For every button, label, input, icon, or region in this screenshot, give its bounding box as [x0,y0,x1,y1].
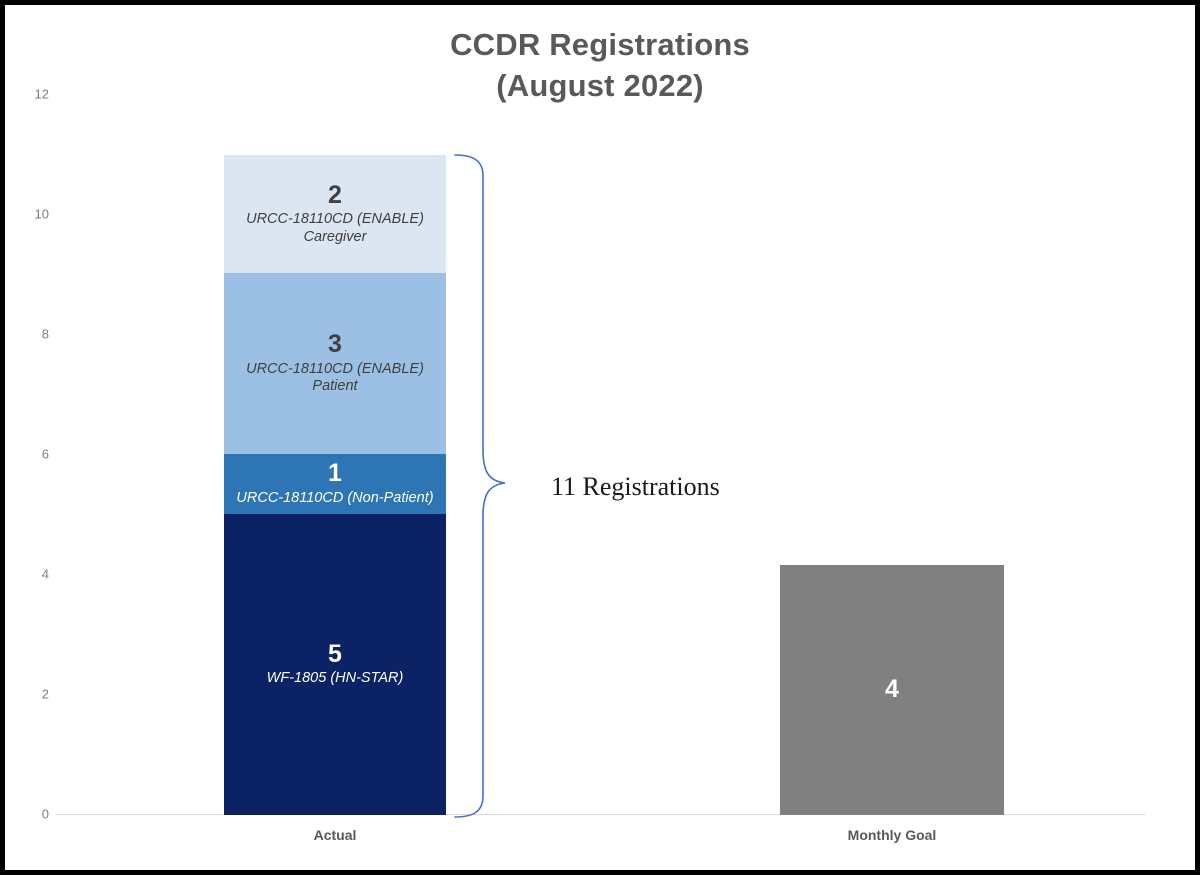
chart-frame: CCDR Registrations (August 2022) 12 10 8… [5,5,1195,870]
segment-value: 1 [328,459,342,488]
segment-label-line-1: URCC-18110CD (ENABLE) [246,360,424,377]
y-axis-tick-8: 8 [41,326,49,342]
bar-segment-non-patient[interactable]: 1 URCC-18110CD (Non-Patient) [224,454,446,514]
segment-value: 2 [328,180,342,209]
x-axis-label-monthly-goal: Monthly Goal [847,827,937,843]
x-axis-line [55,814,1145,815]
segment-value: 5 [328,639,342,668]
segment-label-line-2: Caregiver [303,228,367,245]
segment-value: 4 [885,675,899,704]
segment-value: 3 [328,330,342,359]
y-axis-tick-12: 12 [34,86,49,102]
segment-label-line-1: WF-1805 (HN-STAR) [266,670,404,687]
plot-area: 12 10 8 6 4 2 0 2 URCC-18110CD (ENABLE) … [5,5,1195,870]
chart-title-line-1: CCDR Registrations [450,27,750,62]
segment-label-line-1: URCC-18110CD (ENABLE) [246,211,424,228]
bar-segment-enable-patient[interactable]: 3 URCC-18110CD (ENABLE) Patient [224,273,446,454]
segment-label-line-1: URCC-18110CD (Non-Patient) [236,489,434,506]
x-axis-label-actual: Actual [313,827,357,843]
y-axis-tick-2: 2 [41,686,49,702]
y-axis-tick-6: 6 [41,446,49,462]
y-axis-tick-0: 0 [41,806,49,822]
y-axis-tick-4: 4 [41,566,49,582]
y-axis-tick-10: 10 [34,206,49,222]
annotation-total-registrations: 11 Registrations [551,472,720,501]
bar-segment-hn-star[interactable]: 5 WF-1805 (HN-STAR) [224,514,446,815]
curly-brace-icon [454,154,506,818]
bar-monthly-goal[interactable]: 4 [780,565,1004,815]
bar-segment-enable-caregiver[interactable]: 2 URCC-18110CD (ENABLE) Caregiver [224,155,446,273]
chart-title-line-2: (August 2022) [496,67,704,103]
chart-title: CCDR Registrations (August 2022) [5,25,1195,107]
segment-label-line-2: Patient [312,378,358,395]
